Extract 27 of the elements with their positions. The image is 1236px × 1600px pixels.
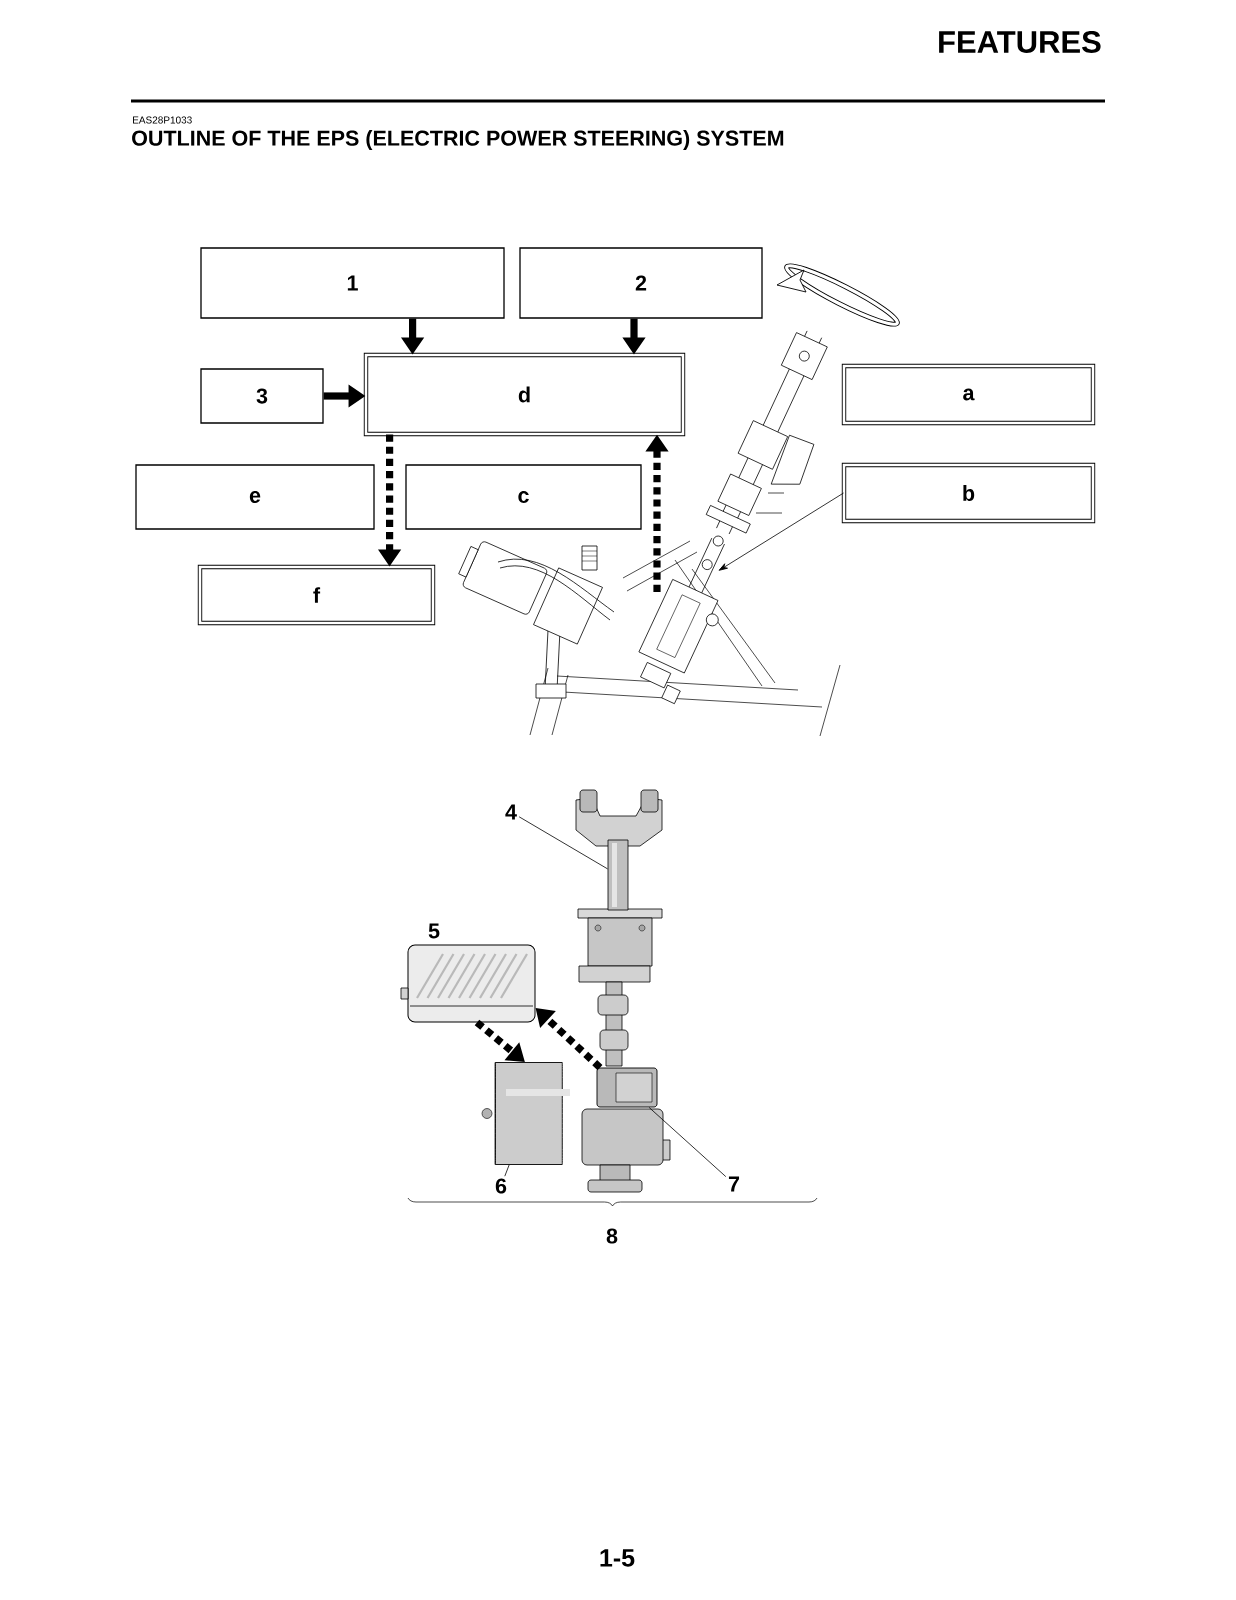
leader-line (504, 1164, 510, 1177)
leader-line (718, 492, 844, 571)
electric-motor-drawing (481, 1062, 570, 1165)
flow-box: c (405, 464, 642, 530)
section-title: OUTLINE OF THE EPS (ELECTRIC POWER STEERING) SYSTEM (132, 130, 784, 151)
callout-number: 5 (428, 923, 440, 939)
flow-box: d (363, 352, 686, 437)
section-code: EAS28P1033 (133, 116, 192, 124)
leader-line (648, 1107, 727, 1178)
callout-number: 6 (495, 1178, 507, 1194)
flow-box: b (841, 462, 1096, 524)
sensor-housing-drawing (596, 1067, 658, 1108)
dashed-arrow (474, 1019, 525, 1062)
page-number: 1-5 (600, 1549, 635, 1567)
flow-box: 1 (200, 247, 505, 319)
steering-shaft-drawing (607, 839, 629, 911)
callout-number: 7 (728, 1176, 740, 1192)
page-header: FEATURES (939, 31, 1101, 53)
flow-box: e (135, 464, 375, 530)
flow-box: f (197, 564, 436, 626)
callout-number: 4 (505, 804, 517, 820)
callout-number: 8 (606, 1228, 618, 1244)
flow-box: 2 (519, 247, 763, 319)
control-unit-drawing (400, 944, 536, 1023)
flow-box: 3 (200, 368, 324, 424)
leader-line (518, 816, 608, 870)
flow-box: a (841, 363, 1096, 426)
